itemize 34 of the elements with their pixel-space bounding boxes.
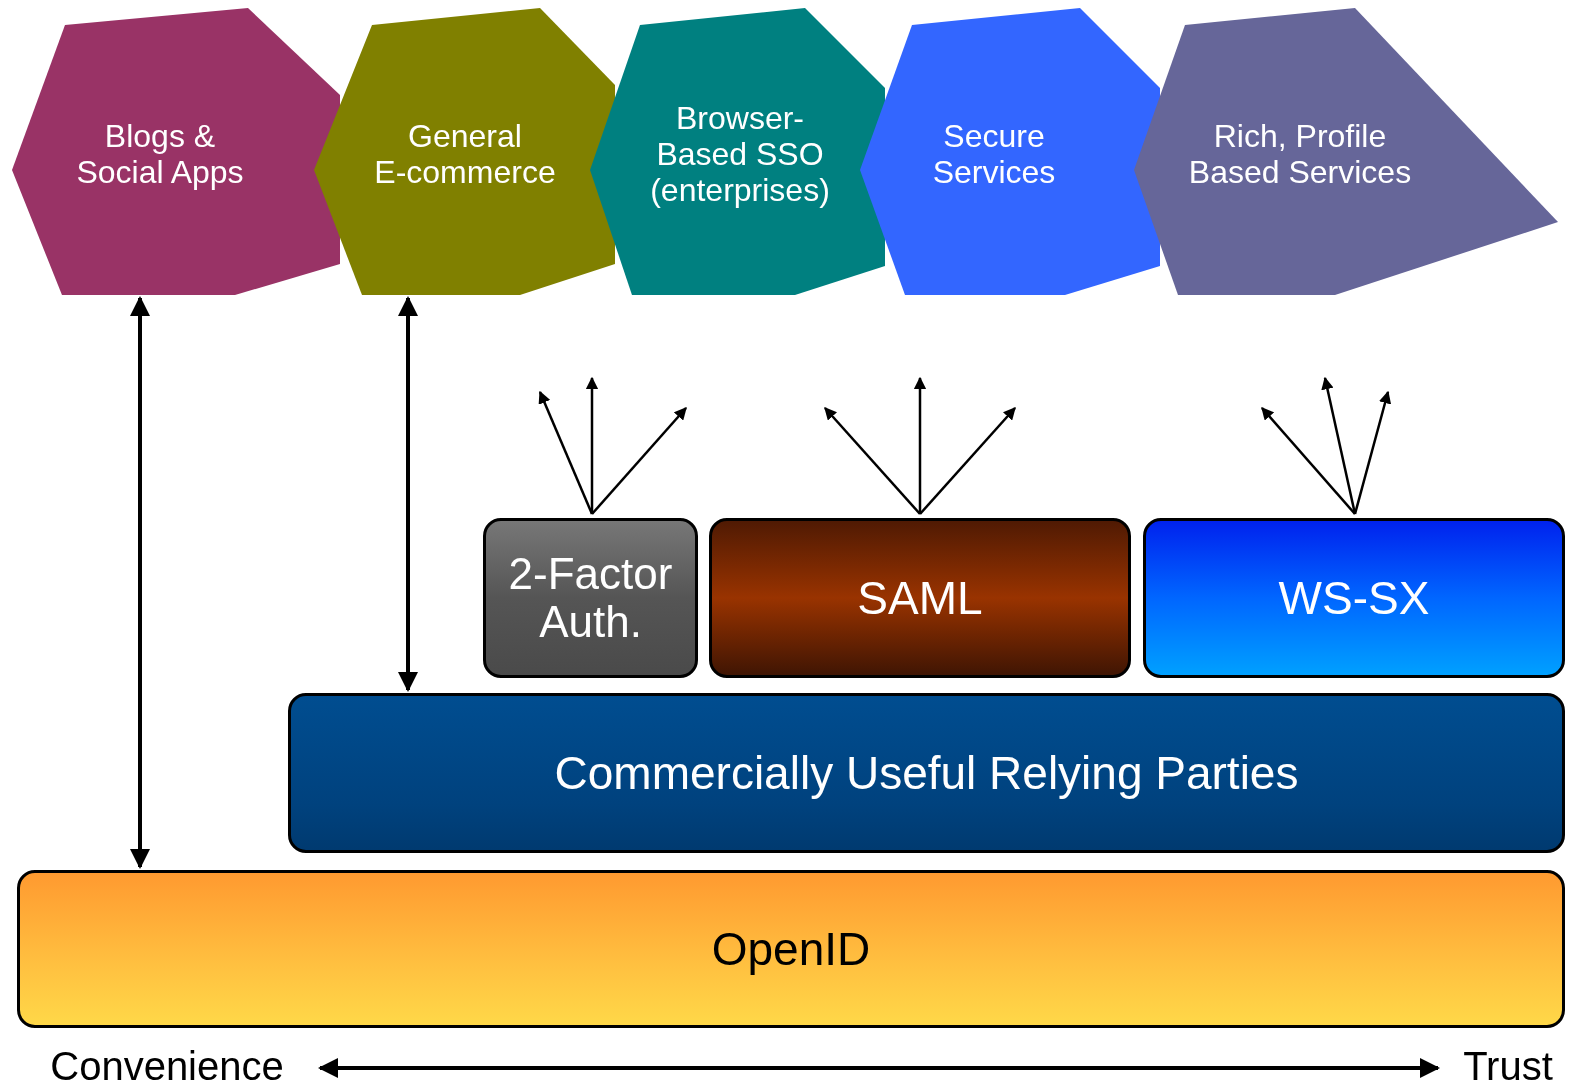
shape-label: General E-commerce <box>373 119 557 191</box>
arrow <box>913 376 927 514</box>
pentagon-shape <box>590 8 885 295</box>
arrow <box>538 390 594 515</box>
pentagon-shape <box>1134 8 1558 295</box>
arrow <box>130 296 150 869</box>
arrow <box>1321 376 1357 515</box>
box-label: OpenID <box>711 923 871 975</box>
pentagon-shape <box>12 8 340 295</box>
pentagon-shape <box>860 8 1160 295</box>
arrow <box>824 407 921 515</box>
shape-label: Browser-Based SSO (enterprises) <box>649 101 831 209</box>
shape-label: Secure Services <box>931 119 1057 191</box>
arrow <box>398 296 418 692</box>
layer-box <box>17 870 1565 1028</box>
box-label: SAML <box>857 572 983 624</box>
scale-label: Convenience <box>50 1043 284 1089</box>
box-label: Commercially Useful Relying Parties <box>554 747 1299 799</box>
arrow <box>585 376 599 514</box>
shape-label: Blogs & Social Apps <box>75 119 245 191</box>
arrow <box>1261 407 1356 515</box>
arrow <box>318 1058 1440 1078</box>
layer-box <box>483 518 698 678</box>
arrow <box>919 407 1016 515</box>
layer-box <box>288 693 1565 853</box>
arrow <box>591 407 687 515</box>
layer-box <box>1143 518 1565 678</box>
scale-label: Trust <box>1463 1043 1553 1089</box>
arrow <box>1353 390 1392 515</box>
layer-box <box>709 518 1131 678</box>
pentagon-shape <box>314 8 615 295</box>
shape-label: Rich, Profile Based Services <box>1187 119 1413 191</box>
box-label: WS-SX <box>1278 572 1430 624</box>
box-label: 2-Factor Auth. <box>507 549 674 647</box>
